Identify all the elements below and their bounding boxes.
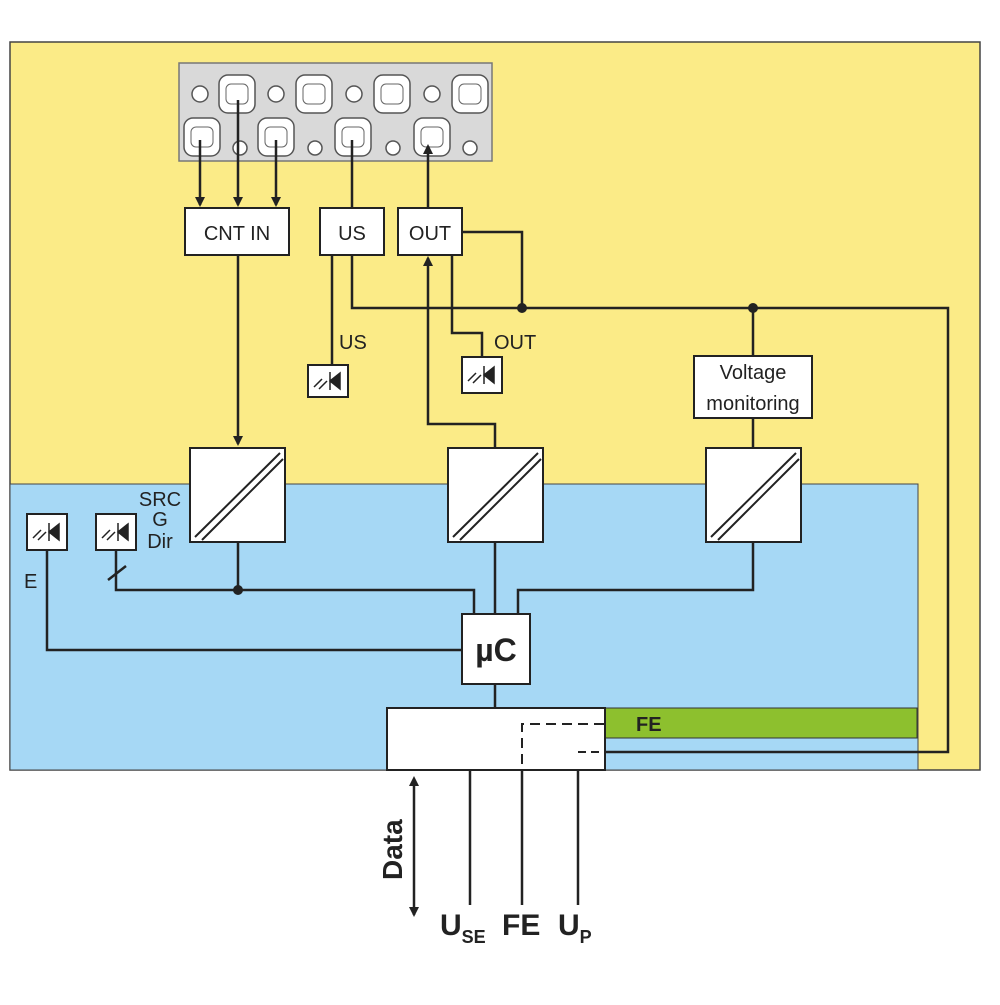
cnt-in-label: CNT IN [204,223,270,245]
u-p-label: UP [558,909,592,947]
bus-connector-box [386,707,606,771]
wiring [45,100,950,917]
dir-label: Dir [147,531,173,553]
src-label: SRC [139,489,181,511]
out-box-label: OUT [409,223,451,245]
microcontroller-label: µC [475,632,517,668]
monitoring-label: monitoring [706,393,799,415]
out-box [397,207,463,256]
fe-bottom-label: FE [502,909,540,942]
data-label: Data [377,819,408,880]
us-box-label: US [338,223,366,245]
out-led-label: OUT [494,332,536,354]
terminal-connector-icon [178,62,493,162]
fe-bar-label: FE [636,714,662,736]
converter-isolation-icon [194,452,800,541]
voltage-monitoring-box [693,355,813,419]
microcontroller-box [461,613,531,685]
us-led-label: US [339,332,367,354]
cnt-in-box [184,207,290,256]
led-diode-icon [26,356,503,551]
us-box [319,207,385,256]
e-label: E [24,571,37,593]
voltage-label: Voltage [720,362,787,384]
g-label: G [152,509,168,531]
fe-bar [603,707,918,739]
u-se-label: USE [440,909,486,947]
